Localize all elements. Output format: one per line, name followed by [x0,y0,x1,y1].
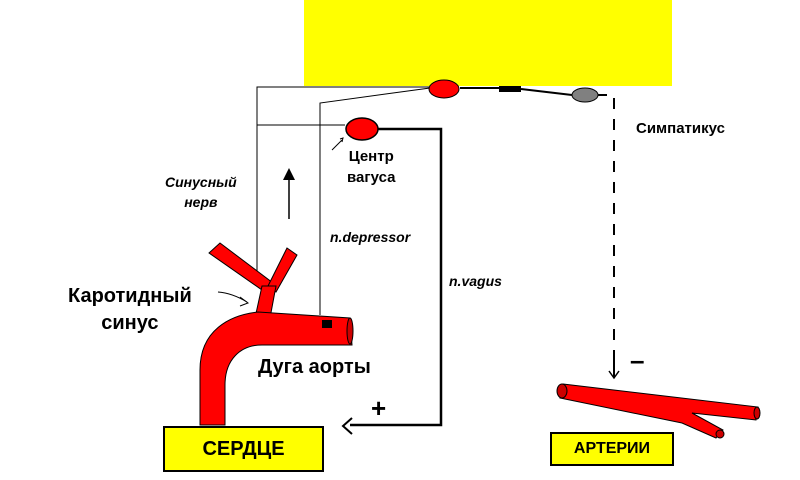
vagus-center-nucleus [345,117,379,141]
center-pointer-arrow [331,137,344,151]
sympathetic-terminal-mark [499,86,521,92]
carotid-pointer-arrow [217,291,250,307]
upper-nucleus [428,79,460,99]
label-plus-sign: + [371,393,387,423]
label-sinus-nerve: Синусный нерв [165,172,237,212]
sinus-nerve-pathway [256,86,431,315]
label-minus-sign: – [630,345,645,375]
label-carotid-sinus-line2: синус [101,312,159,334]
arrow-left-icon [341,417,353,435]
label-sympathicus: Симпатикус [636,120,725,137]
label-carotid-sinus-line1: Каротидный [68,285,192,307]
label-center-vagus-line2: вагуса [347,169,396,186]
artery-vessel [556,383,761,439]
carotid-artery [208,242,298,319]
label-carotid-sinus: Каротидный синус [68,283,192,337]
arteries-box: АРТЕРИИ [550,432,674,466]
heart-box: СЕРДЦЕ [163,426,324,472]
arrow-up-icon [283,168,295,219]
arteries-box-label: АРТЕРИИ [573,440,651,457]
sympathetic-connector-line [520,88,573,96]
title-highlight-box [304,0,672,86]
label-n-depressor: n.depressor [330,229,411,245]
arrow-down-icon [608,360,620,380]
sympathetic-ganglion [571,87,599,103]
vagus-efferent-line [350,127,443,427]
label-aortic-arch: Дуга аорты [258,356,371,378]
label-center-vagus-line1: Центр [348,148,394,165]
label-center-vagus: Центр вагуса [347,146,395,188]
aortic-arch-end [346,317,354,345]
label-sinus-nerve-line2: нерв [184,194,218,210]
depressor-terminal [322,320,332,328]
label-sinus-nerve-line1: Синусный [165,174,237,190]
sympathetic-postganglionic-line [596,94,615,360]
heart-box-label: СЕРДЦЕ [202,437,285,460]
label-n-vagus: n.vagus [449,273,502,289]
